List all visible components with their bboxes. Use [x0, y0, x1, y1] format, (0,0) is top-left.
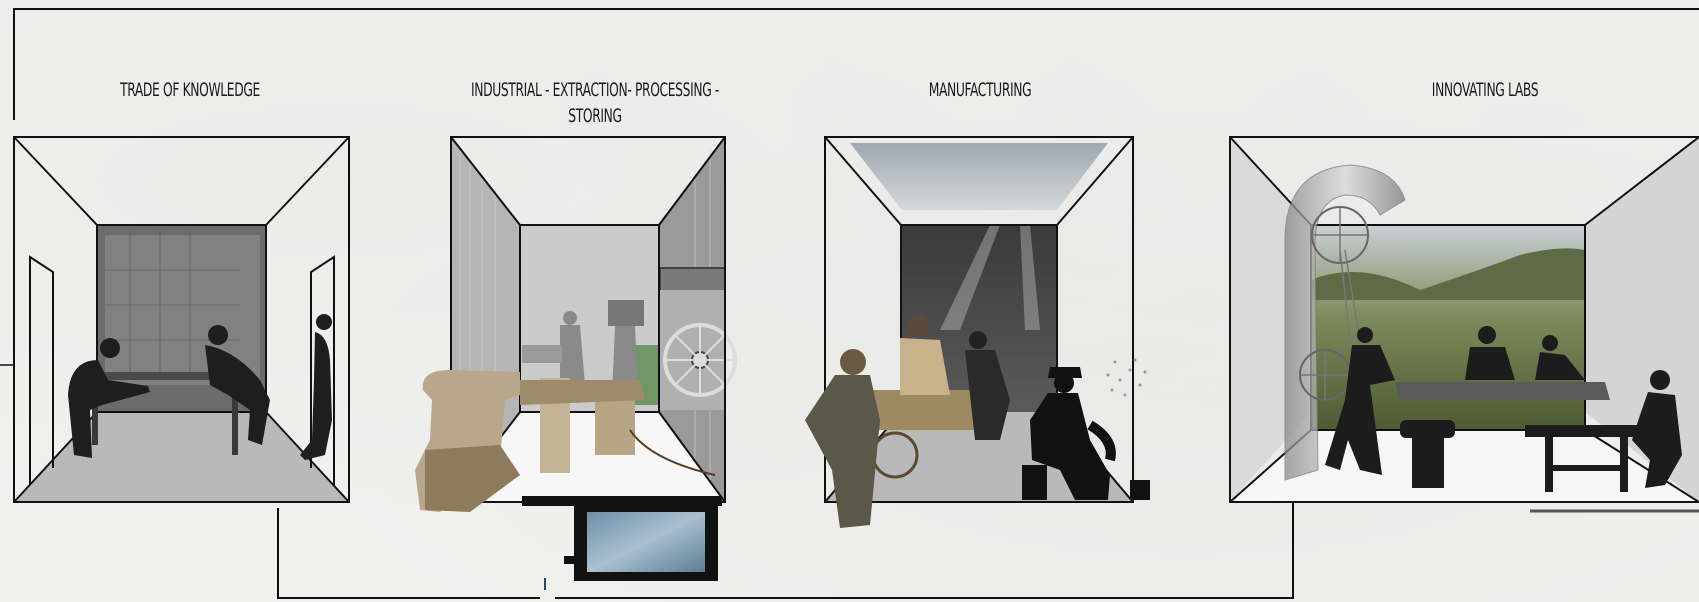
frame-lines [0, 8, 1699, 599]
workshop-workers [805, 314, 1010, 528]
room-innovating-labs [1229, 136, 1699, 503]
water-wheel [659, 267, 737, 410]
label-industrial: INDUSTRIAL - EXTRACTION- PROCESSING - ST… [470, 79, 720, 127]
room-manufacturing [805, 136, 1150, 528]
room-trade-of-knowledge [13, 136, 350, 503]
workers-stone [522, 300, 644, 395]
people-silhouettes [68, 314, 332, 460]
room-industrial [415, 136, 737, 581]
water-tank [564, 503, 718, 581]
label-manufacturing: MANUFACTURING [928, 79, 1032, 101]
lab-workers [1325, 326, 1682, 492]
sparks [1106, 358, 1147, 397]
stone-press [415, 370, 716, 512]
blacksmith-silhouette [1022, 367, 1150, 500]
label-trade-of-knowledge: TRADE OF KNOWLEDGE [120, 79, 260, 101]
label-innovating-labs: INNOVATING LABS [1431, 79, 1539, 101]
